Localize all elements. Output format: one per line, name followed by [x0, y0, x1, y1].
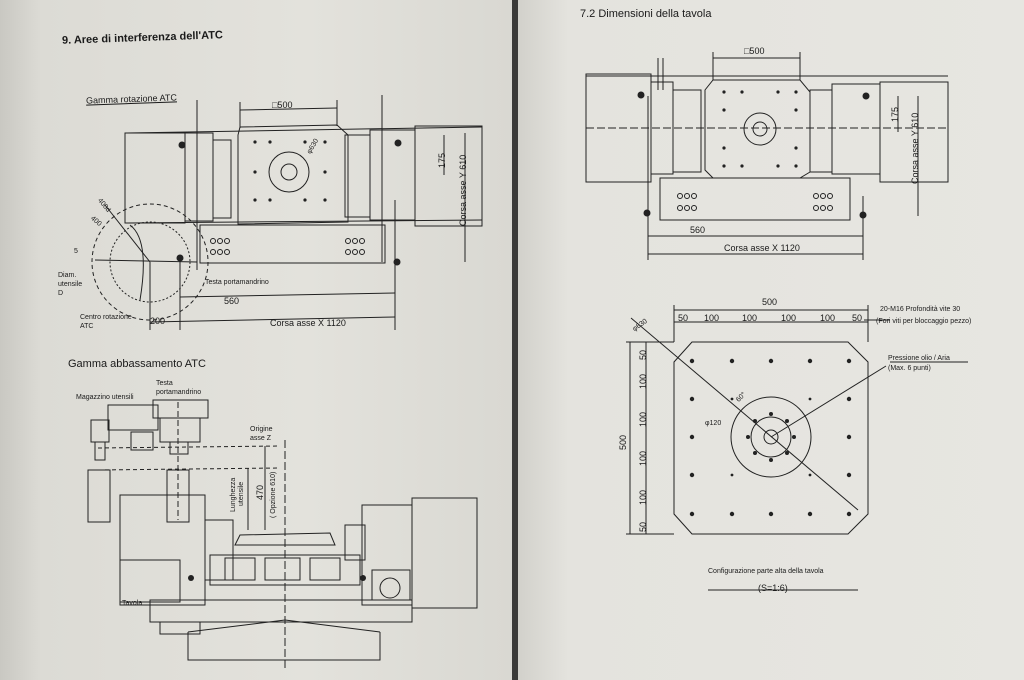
left-page: 9. Aree di interferenza dell'ATC Gamma r… — [0, 0, 512, 680]
right-page: 7.2 Dimensioni della tavola — [518, 0, 1024, 680]
table-outline — [674, 342, 868, 534]
corsa-asse-x: Corsa asse X 1120 — [724, 243, 800, 253]
pressure-spec: Pressione olio / Aria — [888, 355, 950, 362]
corsa-asse-x: Corsa asse X 1120 — [270, 318, 346, 328]
diam-utensile-3: D — [58, 290, 64, 297]
top-dim-6: 50 — [852, 313, 863, 323]
dim-5: 5 — [74, 248, 78, 255]
top-dim-2: 100 — [704, 313, 720, 323]
left-dim-3: 100 — [638, 411, 648, 427]
testa-label-1: Testa — [156, 380, 173, 387]
dim-width-500: 500 — [762, 297, 778, 307]
testa-label-2: portamandrino — [156, 389, 202, 396]
top-dim-5: 100 — [820, 313, 836, 323]
diagonal-630 — [631, 318, 858, 510]
table-top-view — [518, 0, 1024, 680]
plan-scale: (S=1:6) — [758, 583, 788, 593]
origine-asse-z-2: asse Z — [250, 435, 272, 442]
center-rotary — [269, 152, 309, 192]
top-dim-3: 100 — [742, 313, 758, 323]
centro-rotazione-2: ATC — [80, 323, 94, 330]
dim-table-500: □500 — [744, 46, 765, 56]
left-dim-6: 50 — [638, 521, 648, 532]
diam-utensile-2: utensile — [58, 281, 83, 288]
dim-120: φ120 — [705, 420, 722, 427]
centro-rotazione-1: Centro rotazione — [80, 314, 132, 321]
top-dim-4: 100 — [781, 313, 797, 323]
bolt-note: (Fori viti per bloccaggio pezzo) — [876, 318, 972, 325]
atc-rotation-drawing — [0, 0, 512, 680]
left-dim-1: 50 — [638, 349, 648, 360]
left-dim-2: 100 — [638, 373, 648, 389]
dim-560: 560 — [224, 296, 240, 306]
testa-portamandrino-label: Testa portamandrino — [205, 279, 269, 286]
atc-lowering-title: Gamma abbassamento ATC — [68, 358, 206, 370]
right-housing — [880, 82, 948, 182]
top-dim-1: 50 — [678, 313, 689, 323]
left-dim-5: 100 — [638, 489, 648, 505]
origine-asse-z-1: Origine — [250, 426, 273, 433]
diam-utensile-1: Diam. — [58, 272, 77, 279]
rotation-arc — [92, 204, 208, 320]
pressure-note: (Max. 6 punti) — [888, 365, 931, 372]
dim-height-500: 500 — [618, 434, 628, 450]
bolt-spec: 20-M16 Profondità vite 30 — [880, 306, 961, 313]
tavola-label: Tavola — [122, 600, 143, 607]
atc-lowering-drawing — [0, 0, 512, 680]
dim-200: 200 — [150, 316, 166, 326]
right-column — [412, 498, 477, 608]
right-housing — [415, 126, 482, 226]
dim-560: 560 — [690, 225, 706, 235]
section-title-table: 7.2 Dimensioni della tavola — [580, 8, 712, 20]
spindle-head — [160, 418, 200, 442]
plan-caption: Configurazione parte alta della tavola — [708, 568, 824, 575]
magazzino-utensili: Magazzino utensili — [76, 394, 134, 401]
table-plan-view — [518, 0, 1024, 680]
dim-table-500: □500 — [272, 100, 293, 110]
left-dim-4: 100 — [638, 450, 648, 466]
table-top — [235, 533, 335, 545]
magazine-tool — [88, 470, 110, 522]
